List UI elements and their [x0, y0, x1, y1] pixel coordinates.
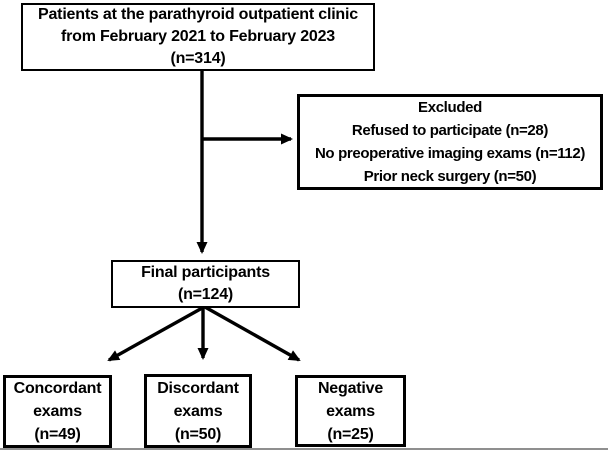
concordant-line1: Concordant	[13, 380, 102, 397]
concordant-line2: exams	[33, 403, 82, 420]
initial-patients-line2: from February 2021 to February 2023	[60, 28, 335, 45]
excluded-title: Excluded	[418, 99, 482, 116]
excluded-reason-prior-surgery: Prior neck surgery (n=50)	[363, 168, 537, 185]
box-discordant-exams: Discordant exams (n=50)	[144, 374, 252, 448]
box-final-participants: Final participants (n=124)	[111, 260, 300, 308]
concordant-count: (n=49)	[34, 426, 81, 443]
discordant-line1: Discordant	[157, 379, 239, 397]
box-initial-patients: Patients at the parathyroid outpatient c…	[21, 3, 375, 71]
final-participants-label: Final participants	[141, 264, 270, 281]
box-negative-exams: Negative exams (n=25)	[295, 375, 406, 447]
negative-line2: exams	[326, 402, 375, 420]
arrow-final-to-negative	[204, 305, 301, 362]
excluded-reason-no-imaging: No preoperative imaging exams (n=112)	[314, 145, 586, 162]
bottom-rule	[0, 447, 608, 450]
box-concordant-exams: Concordant exams (n=49)	[3, 375, 112, 448]
discordant-count: (n=50)	[174, 425, 222, 443]
box-excluded: Excluded Refused to participate (n=28) N…	[297, 94, 603, 190]
excluded-reason-refused: Refused to participate (n=28)	[351, 122, 549, 139]
final-participants-count: (n=124)	[177, 286, 234, 303]
initial-patients-count: (n=314)	[170, 50, 226, 67]
discordant-line2: exams	[173, 402, 223, 420]
initial-patients-line1: Patients at the parathyroid outpatient c…	[38, 6, 358, 23]
arrow-final-to-concordant	[107, 305, 205, 362]
negative-line1: Negative	[317, 379, 384, 397]
negative-count: (n=25)	[327, 425, 374, 443]
